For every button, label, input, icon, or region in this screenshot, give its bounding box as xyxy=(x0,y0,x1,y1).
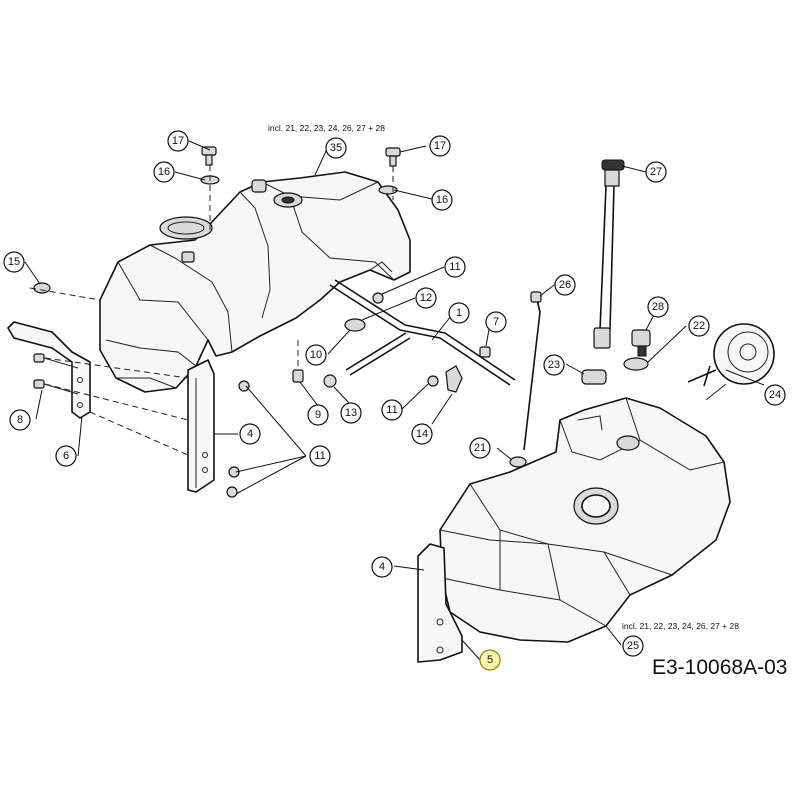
svg-text:12: 12 xyxy=(420,292,432,304)
callout-16-right[interactable]: 16 xyxy=(431,189,453,211)
svg-text:16: 16 xyxy=(158,166,170,178)
mounting-bracket-upper xyxy=(187,359,215,493)
svg-text:6: 6 xyxy=(63,450,69,462)
callout-4-upper[interactable]: 4 xyxy=(239,423,261,445)
callout-14[interactable]: 14 xyxy=(411,423,433,445)
callout-11-middle[interactable]: 11 xyxy=(381,399,403,421)
svg-text:23: 23 xyxy=(548,359,560,371)
svg-text:8: 8 xyxy=(17,414,23,426)
svg-text:16: 16 xyxy=(436,194,448,206)
svg-text:22: 22 xyxy=(693,320,705,332)
leader-lines xyxy=(24,140,765,661)
svg-text:4: 4 xyxy=(379,561,385,573)
svg-text:35: 35 xyxy=(330,142,342,154)
callout-27[interactable]: 27 xyxy=(645,161,667,183)
callout-7[interactable]: 7 xyxy=(485,311,507,333)
callout-25[interactable]: 25 xyxy=(622,635,644,657)
callout-13[interactable]: 13 xyxy=(340,402,362,424)
callout-17-right[interactable]: 17 xyxy=(429,135,451,157)
callout-8[interactable]: 8 xyxy=(9,409,31,431)
svg-text:1: 1 xyxy=(456,307,462,319)
callout-21[interactable]: 21 xyxy=(469,437,491,459)
callout-24[interactable]: 24 xyxy=(764,384,786,406)
callout-1[interactable]: 1 xyxy=(448,302,470,324)
svg-text:4: 4 xyxy=(247,428,253,440)
callout-4-lower[interactable]: 4 xyxy=(371,556,393,578)
svg-text:10: 10 xyxy=(310,349,322,361)
svg-text:21: 21 xyxy=(474,442,486,454)
fuel-gauge-assembly xyxy=(509,159,775,468)
callout-5-highlighted[interactable]: 5 xyxy=(479,649,501,671)
svg-text:15: 15 xyxy=(8,256,20,268)
callout-11-lower[interactable]: 11 xyxy=(309,445,331,467)
note-lower-tank: incl. 21, 22, 23, 24, 26, 27 + 28 xyxy=(622,621,739,631)
drawing-code: E3-10068A-03 xyxy=(652,656,787,679)
callout-9[interactable]: 9 xyxy=(307,404,329,426)
svg-text:14: 14 xyxy=(416,428,428,440)
mounting-bracket-lower xyxy=(417,543,463,663)
callout-10[interactable]: 10 xyxy=(305,344,327,366)
svg-text:9: 9 xyxy=(315,409,321,421)
svg-text:25: 25 xyxy=(627,640,639,652)
small-parts-upper xyxy=(33,146,491,498)
assembly-guide-lines xyxy=(29,165,521,470)
svg-text:13: 13 xyxy=(345,407,357,419)
callout-16-left[interactable]: 16 xyxy=(153,161,175,183)
callout-11-upper[interactable]: 11 xyxy=(444,256,466,278)
callout-17-left[interactable]: 17 xyxy=(167,130,189,152)
callout-23[interactable]: 23 xyxy=(543,354,565,376)
svg-text:7: 7 xyxy=(493,316,499,328)
callout-22[interactable]: 22 xyxy=(688,315,710,337)
callout-6[interactable]: 6 xyxy=(55,445,77,467)
svg-text:28: 28 xyxy=(652,301,664,313)
upper-fuel-tank xyxy=(99,171,411,393)
lower-fuel-tank xyxy=(439,397,731,643)
svg-text:11: 11 xyxy=(449,261,460,273)
svg-text:17: 17 xyxy=(172,135,184,147)
svg-text:27: 27 xyxy=(650,166,662,178)
side-bracket xyxy=(7,321,91,419)
svg-text:24: 24 xyxy=(769,389,781,401)
svg-text:17: 17 xyxy=(434,140,446,152)
callout-15[interactable]: 15 xyxy=(3,251,25,273)
callout-12[interactable]: 12 xyxy=(415,287,437,309)
callout-35[interactable]: 35 xyxy=(325,137,347,159)
note-upper-tank: incl. 21, 22, 23, 24, 26, 27 + 28 xyxy=(268,123,385,133)
svg-text:5: 5 xyxy=(487,654,493,666)
svg-text:26: 26 xyxy=(559,279,571,291)
svg-text:11: 11 xyxy=(314,450,325,462)
callout-28[interactable]: 28 xyxy=(647,296,669,318)
svg-text:11: 11 xyxy=(386,404,397,416)
callout-26[interactable]: 26 xyxy=(554,274,576,296)
